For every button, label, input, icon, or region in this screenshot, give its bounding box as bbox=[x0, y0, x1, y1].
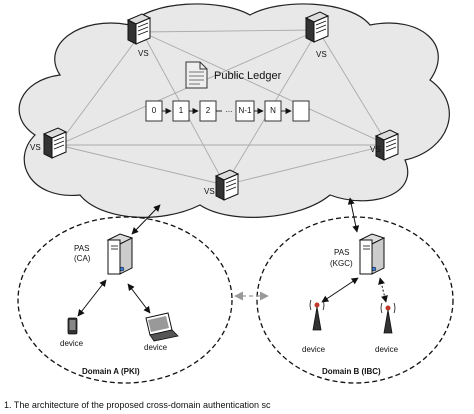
domain-b-boundary bbox=[256, 216, 454, 384]
server-icon bbox=[305, 11, 329, 43]
device-label: device bbox=[302, 345, 326, 354]
ledger-document-icon bbox=[185, 61, 208, 89]
pas-role-label: (CA) bbox=[74, 254, 91, 263]
chain-block-label: 2 bbox=[206, 106, 211, 115]
vs-label: VS bbox=[370, 145, 381, 154]
chain-block bbox=[292, 100, 310, 122]
device-label: device bbox=[375, 345, 399, 354]
chain-ellipsis: ... bbox=[226, 105, 233, 114]
domain-a-title: Domain A (PKI) bbox=[82, 367, 140, 376]
vs-label: VS bbox=[204, 187, 215, 196]
chain-block-label: 0 bbox=[152, 106, 157, 115]
chain-block-label: 1 bbox=[179, 106, 184, 115]
pas-label: PAS bbox=[334, 248, 349, 257]
server-icon bbox=[127, 13, 151, 45]
public-ledger: Public Ledger 0 1 2 ... N-1 N bbox=[145, 61, 310, 122]
pas-to-cloud-link bbox=[131, 204, 161, 235]
server-icon bbox=[43, 127, 67, 159]
pas-to-cloud-link bbox=[347, 197, 360, 233]
vs-label: VS bbox=[316, 50, 327, 59]
pas-to-device-link bbox=[378, 277, 388, 303]
server-icon bbox=[215, 169, 239, 201]
domain-b: PAS (KGC) device device Domain B (IBC) bbox=[256, 197, 454, 384]
pas-server-icon bbox=[358, 233, 386, 275]
antenna-device-icon bbox=[309, 299, 325, 331]
vs-node-bottom: VS bbox=[204, 169, 239, 201]
vs-label: VS bbox=[30, 143, 41, 152]
vs-node-left: VS bbox=[30, 127, 67, 159]
device-label: device bbox=[144, 343, 168, 352]
pas-role-label: (KGC) bbox=[330, 259, 353, 268]
block-chain: 0 1 2 ... N-1 N bbox=[145, 100, 310, 122]
pas-label: PAS bbox=[74, 244, 89, 253]
antenna-device-icon bbox=[380, 302, 396, 334]
laptop-icon bbox=[145, 312, 179, 342]
pas-to-device-link bbox=[321, 277, 359, 303]
pas-server-icon bbox=[106, 233, 134, 275]
chain-block-label: N bbox=[270, 106, 276, 115]
vs-label: VS bbox=[138, 49, 149, 58]
phone-icon bbox=[67, 317, 78, 335]
pas-to-laptop-link bbox=[127, 283, 151, 314]
domain-a: PAS (CA) device device Domain A (PKI) bbox=[17, 204, 233, 384]
domain-b-title: Domain B (IBC) bbox=[322, 367, 381, 376]
vs-node-top-left: VS bbox=[127, 13, 151, 58]
vs-node-right: VS bbox=[370, 129, 399, 161]
chain-block-label: N-1 bbox=[239, 106, 252, 115]
domain-a-boundary bbox=[17, 216, 233, 384]
ledger-title: Public Ledger bbox=[214, 70, 282, 82]
vs-node-top-right: VS bbox=[305, 11, 329, 59]
figure-caption: 1. The architecture of the proposed cros… bbox=[4, 400, 271, 410]
network-cloud bbox=[18, 3, 450, 218]
device-label: device bbox=[60, 339, 84, 348]
pas-to-phone-link bbox=[77, 279, 107, 317]
